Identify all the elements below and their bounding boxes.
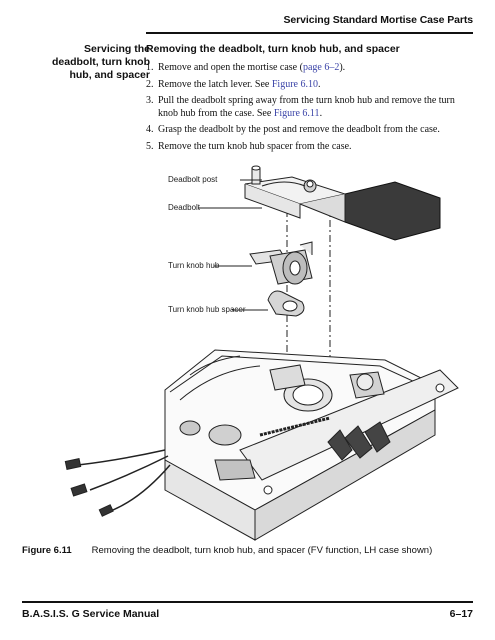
section-title: Removing the deadbolt, turn knob hub, an… xyxy=(146,43,400,55)
side-heading-line: hub, and spacer xyxy=(69,69,150,81)
callout-turn-knob-hub: Turn knob hub xyxy=(168,261,220,270)
figure-caption-text: Removing the deadbolt, turn knob hub, an… xyxy=(91,545,433,556)
deadbolt-part xyxy=(244,165,441,241)
footer-rule xyxy=(22,601,473,603)
footer-manual-title: B.A.S.I.S. G Service Manual xyxy=(22,608,160,620)
figure-link[interactable]: Figure 6.11 xyxy=(273,107,320,119)
step-text-pre: Pull the deadbolt spring away from the t… xyxy=(158,95,455,119)
figure-caption: Figure 6.11 Removing the deadbolt, turn … xyxy=(22,545,432,556)
step-item: 1. Remove and open the mortise case (pag… xyxy=(146,62,466,75)
step-text: Remove the turn knob hub spacer from the… xyxy=(158,140,352,152)
step-item: 4. Grasp the deadbolt by the post and re… xyxy=(146,124,466,137)
side-heading-line: Servicing the xyxy=(84,43,150,55)
step-text-post: . xyxy=(317,78,321,90)
exploded-view-figure: Deadbolt post Deadbolt Turn knob hub Tur… xyxy=(0,160,495,550)
step-item: 3. Pull the deadbolt spring away from th… xyxy=(146,95,466,120)
turn-knob-hub-part xyxy=(249,241,313,285)
callout-deadbolt: Deadbolt xyxy=(168,203,201,212)
step-text-post: . xyxy=(319,107,323,119)
step-number: 1. xyxy=(146,62,154,73)
footer-page-number: 6–17 xyxy=(449,608,473,620)
mortise-case xyxy=(164,349,459,541)
step-text: Remove and open the mortise case (page 6… xyxy=(158,62,466,75)
mortise-case-illustration xyxy=(64,165,459,541)
step-text-pre: Remove and open the mortise case ( xyxy=(158,62,303,73)
step-number: 2. xyxy=(146,78,154,90)
side-heading: Servicing the deadbolt, turn knob hub, a… xyxy=(40,43,150,82)
step-text-pre: Remove the latch lever. See xyxy=(158,78,272,90)
step-text: Pull the deadbolt spring away from the t… xyxy=(158,95,466,120)
step-number: 3. xyxy=(146,95,154,106)
step-text: Grasp the deadbolt by the post and remov… xyxy=(158,124,440,135)
wire-harness xyxy=(64,449,171,517)
callout-turn-knob-hub-spacer: Turn knob hub spacer xyxy=(168,305,246,314)
step-text: Remove the latch lever. See Figure 6.10. xyxy=(158,79,466,92)
step-item: 5. Remove the turn knob hub spacer from … xyxy=(146,141,466,154)
step-number: 4. xyxy=(146,124,154,135)
page-link[interactable]: page 6–2 xyxy=(302,62,340,73)
figure-link[interactable]: Figure 6.10 xyxy=(271,78,318,90)
header-rule xyxy=(146,32,473,34)
spacer-part xyxy=(267,290,305,317)
step-number: 5. xyxy=(146,140,154,152)
running-header: Servicing Standard Mortise Case Parts xyxy=(283,14,474,26)
callout-deadbolt-post: Deadbolt post xyxy=(168,175,218,184)
side-heading-line: deadbolt, turn knob xyxy=(52,56,150,68)
figure-label: Figure 6.11 xyxy=(22,545,72,556)
step-text-post: ). xyxy=(339,62,346,73)
procedure-steps: 1. Remove and open the mortise case (pag… xyxy=(146,62,466,157)
step-item: 2. Remove the latch lever. See Figure 6.… xyxy=(146,79,466,92)
